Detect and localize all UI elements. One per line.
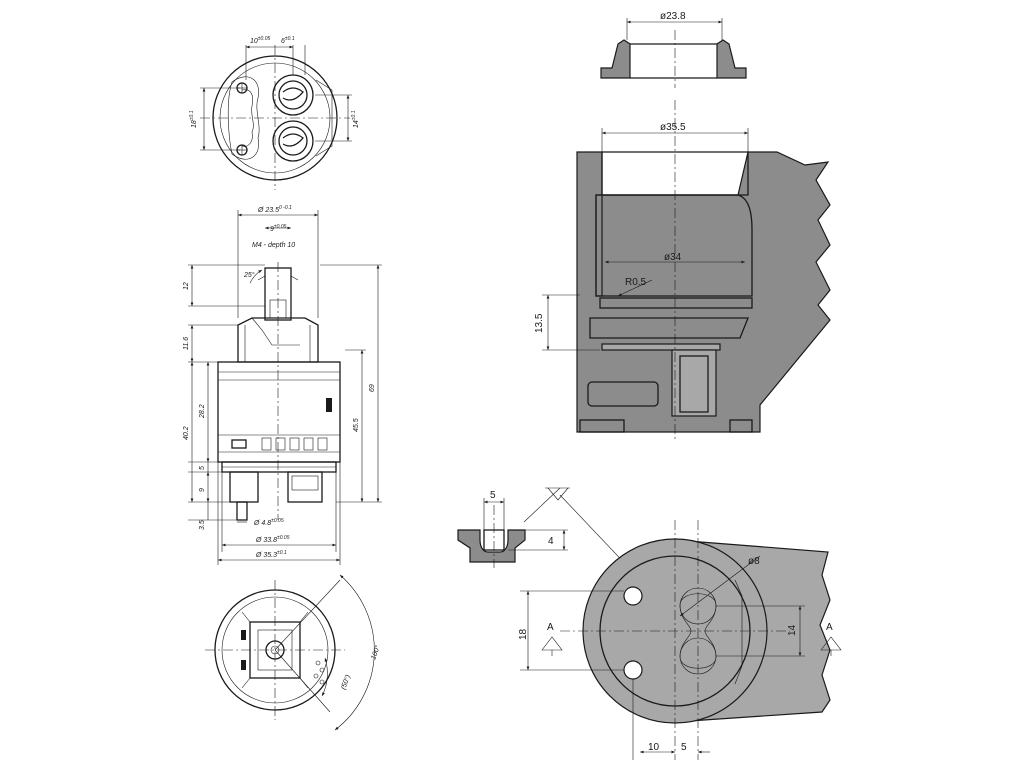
section-marker-left: A bbox=[541, 622, 563, 656]
top-view: 10±0.05 6±0.1 18±0.1 14±0.1 bbox=[189, 36, 360, 190]
dim-5-bottom: 5 bbox=[681, 742, 687, 753]
dim-11-6: 11.6 bbox=[183, 337, 190, 350]
angle-25: 25° bbox=[243, 271, 255, 279]
dim-40-2: 40.2 bbox=[183, 426, 190, 440]
thread-note: M4 - depth 10 bbox=[252, 242, 295, 249]
dim-69: 69 bbox=[369, 384, 376, 392]
dim-3-5: 3.5 bbox=[199, 520, 206, 530]
bottom-view: 100° (50°) bbox=[205, 574, 382, 731]
seat-plan-view: ø8 18 14 A A 10 5 bbox=[518, 520, 842, 760]
section-marker-right: A bbox=[820, 622, 842, 656]
svg-text:A: A bbox=[826, 622, 833, 633]
dim-28-2: 28.2 bbox=[199, 404, 206, 419]
groove-detail: 5 4 bbox=[457, 487, 651, 591]
dim-top-6: 6±0.1 bbox=[281, 36, 295, 45]
dim-top-10: 10±0.05 bbox=[250, 36, 270, 45]
svg-text:A: A bbox=[547, 622, 554, 633]
angle-100: 100° bbox=[369, 644, 382, 661]
dim-10: 10 bbox=[648, 742, 660, 753]
dim-13-5: 13.5 bbox=[534, 313, 545, 333]
dim-45-5: 45.5 bbox=[353, 418, 360, 432]
dim-9: 9 bbox=[199, 488, 206, 492]
dim-4: 4 bbox=[548, 536, 554, 547]
dim-d4-8: Ø 4.8±0.05 bbox=[253, 518, 284, 527]
dim-5: 5 bbox=[199, 466, 206, 470]
dim-12: 12 bbox=[183, 282, 190, 290]
radius-r0-5: R0.5 bbox=[625, 277, 647, 288]
dim-d34: ø34 bbox=[664, 252, 682, 263]
dim-d23-5: Ø 23.50 -0.1 bbox=[257, 205, 292, 214]
dim-left-18: 18±0.1 bbox=[189, 110, 198, 128]
dim-d23-8: ø23.8 bbox=[660, 11, 686, 22]
seat-section: ø35.5 ø34 R0.5 13.5 bbox=[534, 100, 831, 440]
angle-50: (50°) bbox=[339, 674, 352, 691]
dim-d8: ø8 bbox=[748, 556, 760, 567]
dim-d33-8: Ø 33.8±0.05 bbox=[255, 535, 290, 544]
dim-18: 18 bbox=[518, 628, 529, 640]
dim-d35-5: ø35.5 bbox=[660, 122, 686, 133]
ring-section: ø23.8 bbox=[600, 11, 747, 88]
dim-d35-3: Ø 35.3±0.1 bbox=[255, 550, 287, 559]
dim-5-groove: 5 bbox=[490, 490, 496, 501]
dim-stem-9: 9±0.05 bbox=[270, 224, 287, 233]
side-view: 12 11.6 40.2 28.2 5 9 3.5 45.5 69 Ø 23.5… bbox=[183, 205, 382, 565]
body-slots bbox=[261, 437, 328, 451]
dim-right-14: 14±0.1 bbox=[351, 110, 360, 128]
dim-14: 14 bbox=[787, 624, 798, 636]
